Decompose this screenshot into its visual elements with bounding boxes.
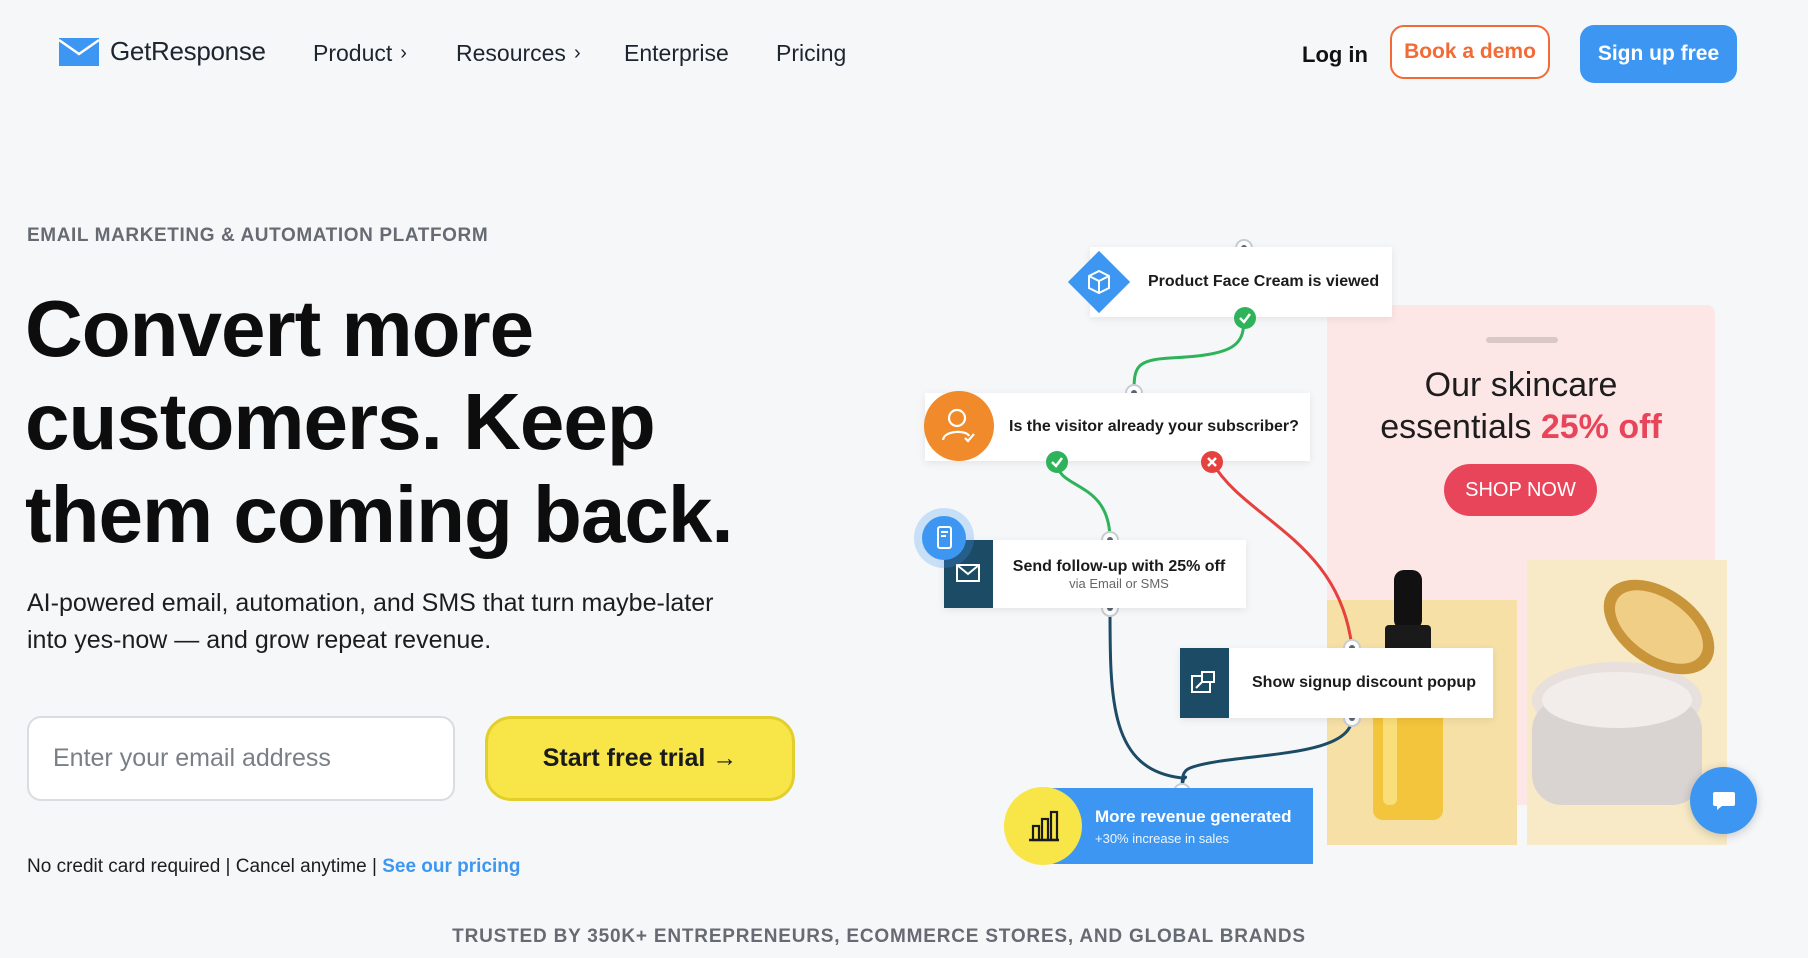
nav-resources-label: Resources [456,40,566,66]
node-label: Is the visitor already your subscriber? [1009,418,1299,435]
signup-button[interactable]: Sign up free [1580,25,1737,83]
connector-path [1132,317,1246,394]
nav-pricing-label: Pricing [776,40,847,66]
node-subtitle: +30% increase in sales [1095,830,1230,846]
node-title: More revenue generated [1095,806,1292,826]
hero-eyebrow: EMAIL MARKETING & AUTOMATION PLATFORM [27,225,489,246]
chat-button[interactable] [1690,767,1757,834]
fineprint: No credit card required | Cancel anytime… [27,856,521,878]
headline-line: customers. Keep [25,377,656,466]
node-label: Show signup discount popup [1252,674,1476,691]
connector-path [1108,607,1188,793]
check-icon [1046,451,1068,473]
promo-discount: 25% off [1540,408,1662,446]
envelope-logo-icon [58,37,100,66]
skincare-products-image [1327,560,1727,845]
book-demo-button[interactable]: Book a demo [1390,25,1550,79]
node-subtitle: via Email or SMS [1069,575,1169,591]
headline-line: them coming back. [25,470,734,559]
product-view-icon [1067,250,1131,314]
nav-resources[interactable]: Resources › [456,40,581,67]
nav-product[interactable]: Product › [313,40,407,67]
bar-chart-icon [1004,787,1082,865]
connector-path [1180,717,1354,793]
start-free-trial-button[interactable]: Start free trial → [485,716,795,801]
promo-title-line: essentials 25% off [1327,406,1715,448]
mobile-icon [914,508,974,568]
chevron-right-icon: › [573,42,581,64]
logo-text: GetResponse [110,36,266,66]
mail-icon [956,564,980,582]
node-label: Product Face Cream is viewed [1148,273,1380,290]
workflow-node-revenue: More revenue generated +30% increase in … [1040,788,1313,864]
chevron-right-icon: › [400,42,407,64]
x-icon [1201,451,1223,473]
logo[interactable]: GetResponse [58,36,266,67]
promo-title-prefix: essentials [1380,408,1541,446]
chat-bubble-icon [1712,791,1735,810]
nav-enterprise-label: Enterprise [624,40,729,66]
login-link[interactable]: Log in [1302,42,1368,67]
check-icon [1234,307,1256,329]
workflow-node-follow-up: Send follow-up with 25% off via Email or… [944,540,1246,608]
trusted-banner: TRUSTED BY 350K+ ENTREPRENEURS, ECOMMERC… [452,926,1306,947]
connector-path [1210,461,1354,649]
promo-title-line: Our skincare [1424,366,1618,404]
user-check-icon [924,391,994,461]
nav-pricing[interactable]: Pricing [776,40,846,67]
promo-handle [1486,337,1558,343]
promo-title: Our skincare essentials 25% off [1327,364,1715,448]
shop-now-button[interactable]: SHOP NOW [1444,464,1597,516]
node-title: Send follow-up with 25% off [1012,557,1226,575]
workflow-node-viewed: Product Face Cream is viewed [1090,247,1392,317]
popup-icon [1191,671,1215,693]
subtext-line: into yes-now — and grow repeat revenue. [27,626,492,654]
fineprint-text: No credit card required | Cancel anytime… [27,856,383,877]
hero-subtext: AI-powered email, automation, and SMS th… [27,585,797,659]
nav-product-label: Product [313,40,393,66]
see-pricing-link[interactable]: See our pricing [382,856,521,877]
hero-headline: Convert more customers. Keep them coming… [25,282,734,561]
headline-line: Convert more [25,284,534,373]
email-input[interactable] [27,716,455,801]
nav-enterprise[interactable]: Enterprise [624,40,729,67]
subtext-line: AI-powered email, automation, and SMS th… [27,589,714,617]
workflow-node-popup: Show signup discount popup [1180,648,1493,718]
